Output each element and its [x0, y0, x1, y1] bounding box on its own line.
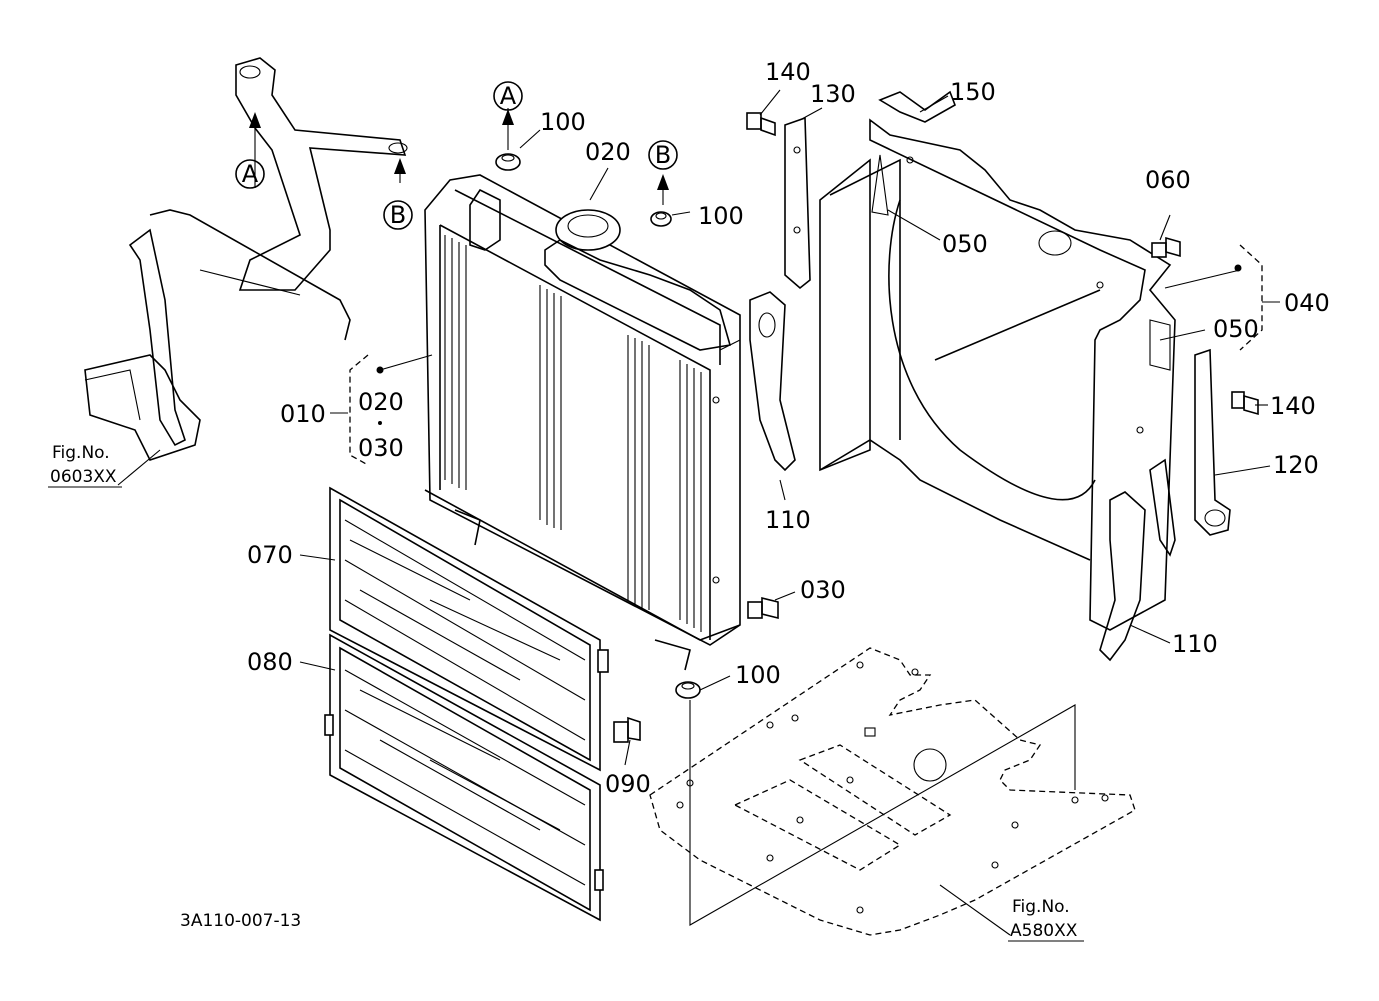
- label-090: 090: [605, 770, 651, 798]
- seal-150-drawing: [878, 90, 956, 123]
- fig-ref-left-title: Fig.No.: [52, 443, 110, 463]
- callout-b-lower: B: [390, 201, 406, 229]
- label-030-group: 030: [358, 434, 404, 462]
- bracket-130-drawing: [784, 116, 811, 290]
- callout-b-upper-circle: [648, 140, 678, 170]
- label-100-bottom: 100: [735, 661, 781, 689]
- label-080: 080: [247, 648, 293, 676]
- leader-lines: [117, 89, 1280, 936]
- radiator-drawing: [424, 174, 741, 671]
- radiator-core-fins: [444, 235, 702, 632]
- label-020-group: 020: [358, 388, 404, 416]
- floor-plate-drawing: [649, 647, 1136, 936]
- bolt-060-drawing: [1151, 236, 1181, 258]
- label-010: 010: [280, 400, 326, 428]
- label-040: 040: [1284, 289, 1330, 317]
- bolt-140-right-drawing: [1231, 391, 1259, 416]
- label-110-left: 110: [765, 506, 811, 534]
- callout-a-lower: A: [242, 160, 259, 188]
- label-150: 150: [950, 78, 996, 106]
- fan-shroud-drawing: [819, 118, 1176, 631]
- grommet-100-top-drawing: [495, 153, 521, 171]
- label-060: 060: [1145, 166, 1191, 194]
- radiator-cap-drawing: [555, 209, 621, 251]
- label-130: 130: [810, 80, 856, 108]
- screen-070-drawing: [329, 486, 609, 772]
- drawing-code: 3A110-007-13: [180, 911, 301, 931]
- label-140-right: 140: [1270, 392, 1316, 420]
- label-070: 070: [247, 541, 293, 569]
- group-separator-dot: [378, 421, 382, 425]
- label-110-right: 110: [1172, 630, 1218, 658]
- group-010-dot: [376, 366, 384, 374]
- screen-080-drawing: [324, 633, 604, 922]
- grommet-100-bottom-drawing: [675, 681, 701, 699]
- label-140-top: 140: [765, 58, 811, 86]
- knob-090-drawing: [613, 716, 641, 743]
- label-030: 030: [800, 576, 846, 604]
- bolt-140-top-drawing: [746, 112, 776, 137]
- bracket-120-drawing: [1194, 348, 1231, 536]
- label-120: 120: [1273, 451, 1319, 479]
- callout-a-upper: A: [500, 82, 517, 110]
- label-050-right: 050: [1213, 315, 1259, 343]
- fig-ref-left-number: 0603XX: [50, 467, 117, 487]
- label-100-top: 100: [540, 108, 586, 136]
- label-100-mid: 100: [698, 202, 744, 230]
- group-040-dot: [1234, 264, 1242, 272]
- rubber-110-left-drawing: [749, 291, 796, 472]
- fig-ref-right-title: Fig.No.: [1012, 897, 1070, 917]
- callout-a-lower-circle: [235, 159, 265, 189]
- label-020: 020: [585, 138, 631, 166]
- arrow-heads: [249, 109, 669, 190]
- grommet-100-mid-drawing: [650, 211, 672, 227]
- rubber-110-right-drawing: [1099, 458, 1176, 662]
- drain-plug-030-drawing: [747, 596, 779, 620]
- callout-a-upper-circle: [493, 81, 523, 111]
- label-050-top: 050: [942, 230, 988, 258]
- callout-b-upper: B: [655, 141, 671, 169]
- fig-ref-right-number: A580XX: [1010, 921, 1078, 941]
- callout-b-lower-circle: [383, 200, 413, 230]
- frame-bracket-drawing: [84, 57, 408, 461]
